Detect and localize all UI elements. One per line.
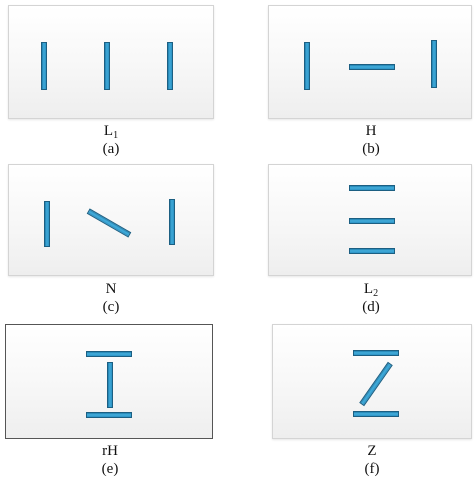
bar-vertical-right xyxy=(169,199,175,245)
bar-vertical-middle xyxy=(104,42,110,90)
bar-horizontal-bottom xyxy=(86,412,132,418)
panel-d-tag: (d) xyxy=(362,299,380,315)
panel-b-label: H xyxy=(365,123,377,139)
panel-b-tag: (b) xyxy=(362,141,380,157)
panel-e-label: rH xyxy=(102,443,118,459)
bar-horizontal-bottom xyxy=(353,411,399,417)
bar-vertical-right xyxy=(431,40,437,88)
bar-horizontal-top xyxy=(86,351,132,357)
panel-e xyxy=(5,324,213,439)
bar-diagonal-middle xyxy=(86,208,132,238)
bar-vertical-left xyxy=(304,42,310,90)
panel-a-label: L1 xyxy=(103,123,119,141)
panel-d-label: L2 xyxy=(363,281,379,299)
bar-vertical-left xyxy=(41,42,47,90)
panel-b xyxy=(268,5,472,119)
bar-horizontal-middle xyxy=(349,218,395,224)
panel-a xyxy=(8,5,214,119)
bar-vertical-left xyxy=(44,201,50,247)
panel-f-tag: (f) xyxy=(364,461,380,477)
panel-a-tag: (a) xyxy=(102,141,120,157)
panel-c xyxy=(8,164,214,276)
bar-vertical-middle xyxy=(107,362,113,408)
panel-c-label: N xyxy=(105,281,117,297)
panel-f xyxy=(272,324,472,439)
panel-e-tag: (e) xyxy=(101,461,119,477)
bar-vertical-right xyxy=(167,42,173,90)
panel-f-label: Z xyxy=(367,443,377,459)
bar-horizontal-top xyxy=(353,350,399,356)
bar-horizontal-bottom xyxy=(349,248,395,254)
bar-horizontal-top xyxy=(349,185,395,191)
bar-diagonal-middle xyxy=(359,361,393,407)
bar-horizontal-middle xyxy=(349,64,395,70)
panel-c-tag: (c) xyxy=(102,299,120,315)
panel-d xyxy=(268,164,472,276)
